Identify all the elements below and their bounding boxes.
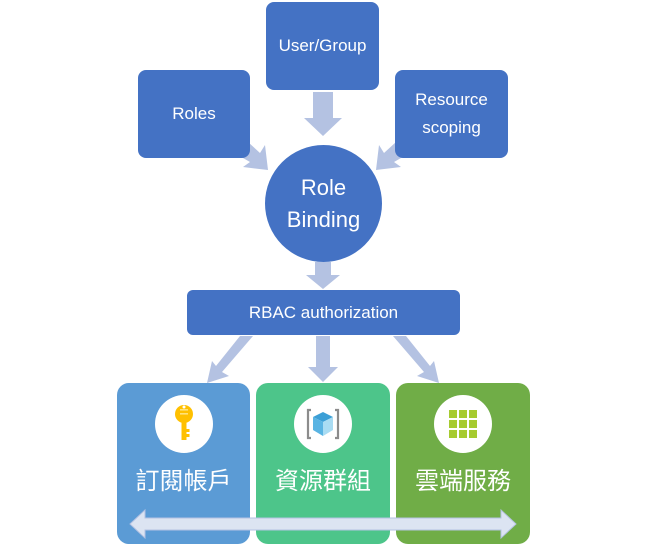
- user-group-label: User/Group: [278, 36, 367, 55]
- resource-scoping-label-line2: scoping: [422, 118, 481, 137]
- resource-scoping-label-line1: Resource: [415, 90, 488, 109]
- roles-box: Roles: [138, 70, 250, 158]
- role-binding-line2: Binding: [286, 206, 361, 232]
- scope-card-resource-group: 資源群組: [256, 383, 390, 544]
- resource-scoping-box: Resource scoping: [395, 70, 508, 158]
- role-binding-circle: Role Binding: [265, 145, 382, 262]
- arrow-rbac-to-resource-group: [308, 336, 338, 382]
- rbac-authorization-label: RBAC authorization: [248, 302, 399, 322]
- resource-group-cube-icon: [306, 408, 340, 440]
- arrow-user-group-to-binding: [304, 92, 342, 136]
- rbac-authorization-bar: RBAC authorization: [187, 290, 460, 335]
- key-icon: [174, 405, 193, 440]
- user-group-box: User/Group: [266, 2, 379, 90]
- double-headed-arrow: [129, 508, 517, 540]
- icon-badge: [154, 395, 213, 453]
- arrow-rbac-to-cloud-services: [393, 336, 439, 383]
- scope-label-cloud-services: 雲端服務: [415, 467, 511, 495]
- scope-label-subscription: 訂閱帳戶: [135, 467, 232, 495]
- icon-badge: [294, 395, 352, 453]
- roles-label: Roles: [172, 104, 216, 123]
- arrow-rbac-to-subscription: [207, 336, 253, 383]
- grid-icon: [449, 410, 477, 438]
- arrow-binding-to-rbac: [306, 262, 340, 289]
- role-binding-line1: Role: [300, 174, 347, 200]
- scope-label-resource-group: 資源群組: [275, 467, 371, 495]
- icon-badge: [434, 395, 492, 453]
